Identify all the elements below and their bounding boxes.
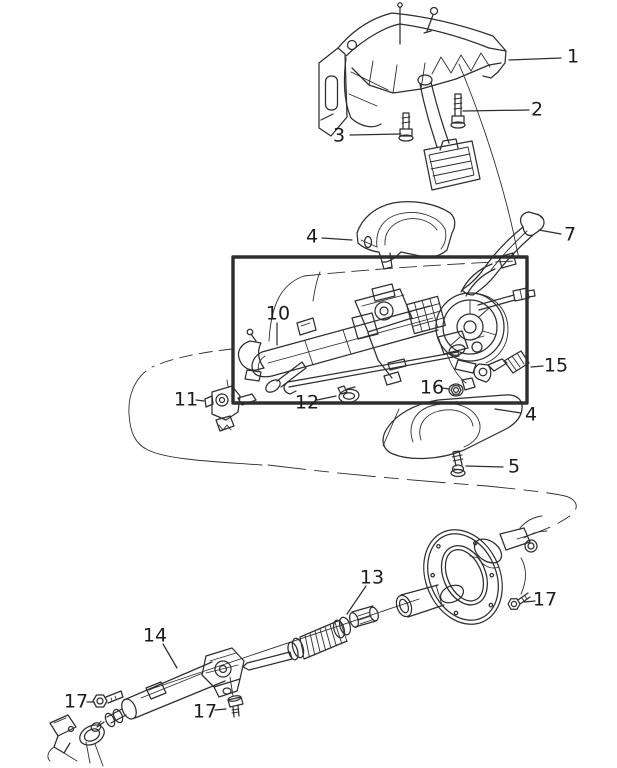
steering-column-assembly [237, 252, 536, 395]
screw-5 [450, 450, 466, 478]
bolt-2 [450, 93, 466, 129]
intermediate-shaft [242, 605, 379, 671]
upper-ujoint [469, 515, 548, 569]
lower-coupling [47, 647, 245, 767]
bolt-17-left [92, 690, 124, 708]
bolt-3 [398, 112, 414, 142]
ignition-switch [204, 379, 257, 432]
nut-16 [448, 383, 464, 397]
pedal-bracket [318, 2, 507, 137]
dash-seal [395, 529, 503, 625]
wire-connector-15 [473, 350, 530, 383]
bolt-17-right [507, 557, 531, 610]
leader-lines [86, 57, 562, 711]
brake-pedal [417, 74, 481, 191]
bolt-17-middle [227, 676, 244, 718]
upper-shroud [356, 200, 456, 270]
lower-shroud [382, 394, 523, 460]
reference-lines [128, 63, 577, 691]
grommet-12 [337, 385, 360, 404]
shift-lever [461, 211, 545, 296]
